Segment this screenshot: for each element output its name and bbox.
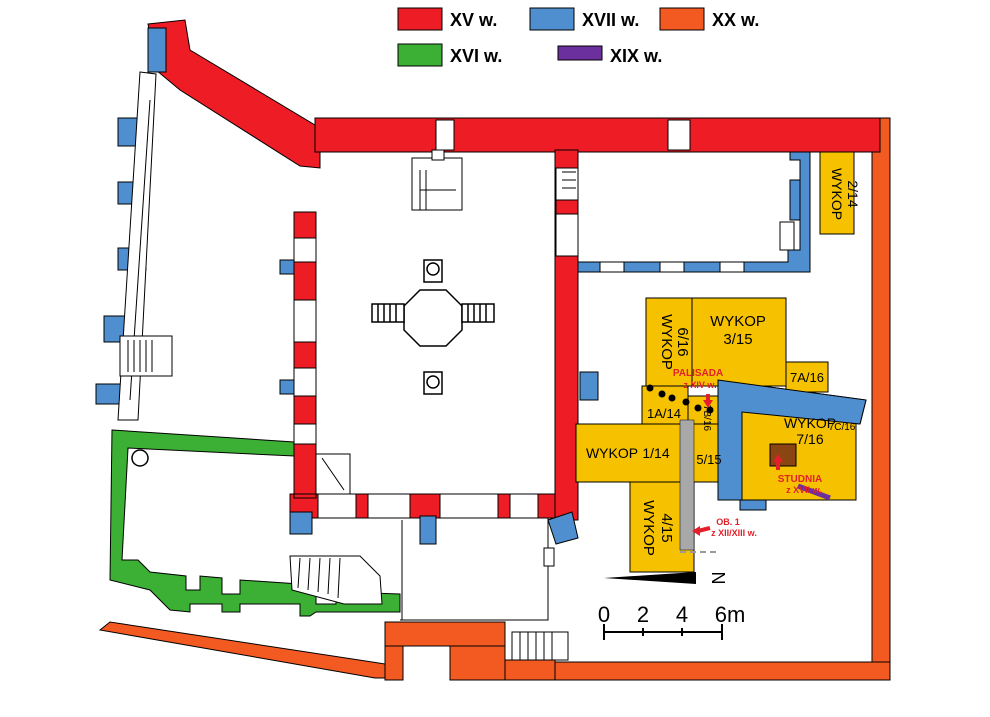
gate-block-1 (384, 621, 506, 647)
gate-block-4 (504, 659, 556, 681)
trench-4-15-number: 4/15 (658, 513, 675, 542)
walls-xx (98, 117, 891, 681)
trench-5-15-number: 5/15 (696, 452, 721, 467)
gate-block-3 (449, 645, 506, 681)
trench-2-14-number: 2/14 (845, 180, 861, 207)
gray-strip (679, 419, 695, 551)
palisade-title: PALISADA (673, 368, 723, 379)
trench-6-16-number: 6/16 (674, 327, 691, 356)
scale-tick-6m: 6m (715, 602, 746, 627)
legend-swatch-xvii (529, 7, 575, 31)
trench-4-15-name: WYKOP (640, 500, 657, 556)
feature-title: OB. 1 (716, 517, 740, 527)
gate-block-2 (384, 645, 404, 681)
well-title: STUDNIA (778, 474, 822, 485)
trench-7-16-number: 7/16 (796, 431, 823, 447)
trench-labels: WYKOP 2/14 WYKOP 6/16 WYKOP 3/15 7A/16 1… (586, 168, 861, 556)
east-wall-openings (555, 167, 599, 401)
trench-7c-16-number: 7C/16 (829, 422, 856, 433)
trench-1-14 (575, 423, 691, 483)
feature-date: z XII/XIII w. (711, 528, 757, 538)
trench-7-16-name: WYKOP (784, 415, 836, 431)
trench-7a-16 (785, 361, 829, 393)
well-date: z XVII w. (786, 485, 822, 495)
trench-6-16 (645, 297, 693, 387)
xix-wall-segment (797, 483, 831, 501)
outer-wall-east (871, 117, 891, 681)
legend-swatch-xx (659, 7, 705, 31)
legend-label-xvii: XVII w. (582, 10, 639, 30)
north-west-wall (147, 19, 321, 169)
trench-2-14-name: WYKOP (829, 168, 845, 220)
trench-1-14-name: WYKOP (586, 445, 638, 461)
scale-tick-2: 2 (637, 602, 649, 627)
court-west-wall-pattern (279, 211, 317, 495)
north-label: N (708, 572, 728, 585)
stairs (119, 149, 576, 661)
ne-room-walls (599, 179, 801, 273)
legend-label-xix: XIX w. (610, 46, 662, 66)
octagon-well-feature (371, 259, 495, 395)
annotation-labels: PALISADA z XIV w. STUDNIA z XVII w. OB. … (673, 368, 822, 538)
well-square (769, 443, 797, 467)
legend-label-xv: XV w. (450, 10, 497, 30)
scale-tick-0: 0 (598, 602, 610, 627)
trench-2-14 (819, 151, 855, 235)
palisade-posts (646, 384, 714, 414)
stair-tower-circle (131, 449, 149, 467)
l-wall-xvii (717, 379, 867, 501)
trench-6-16-name: WYKOP (658, 314, 675, 370)
outer-wall-west-south (98, 621, 386, 679)
legend: XV w. XVI w. XVII w. XIX w. XX w. (397, 7, 759, 67)
legend-label-xvi: XVI w. (450, 46, 502, 66)
palisade-date: z XIV w. (683, 380, 716, 390)
legend-swatch-xvi (397, 43, 443, 67)
inner-outlines (400, 518, 555, 621)
trenches (575, 151, 857, 573)
trench-1-14-number: 1/14 (642, 445, 669, 461)
legend-swatch-xix (557, 45, 603, 61)
north-wall (314, 117, 881, 153)
trench-1a-14-number: 1A/14 (647, 406, 681, 421)
north-wall-openings (435, 119, 691, 151)
outer-wall-south (554, 661, 891, 681)
court-south-openings (289, 493, 579, 545)
north-arrow: N (604, 572, 728, 585)
trench-7a-16-number: 7A/16 (790, 370, 824, 385)
trench-7b-16-number: 7B/16 (701, 405, 712, 432)
scale-bar: 0 2 4 6m (598, 602, 745, 640)
trench-3-15-name: WYKOP (710, 313, 766, 330)
legend-swatch-xv (397, 7, 443, 31)
annotation-arrows (692, 394, 783, 536)
legend-label-xx: XX w. (712, 10, 759, 30)
scale-tick-4: 4 (676, 602, 688, 627)
trench-3-15-number: 3/15 (723, 331, 752, 348)
